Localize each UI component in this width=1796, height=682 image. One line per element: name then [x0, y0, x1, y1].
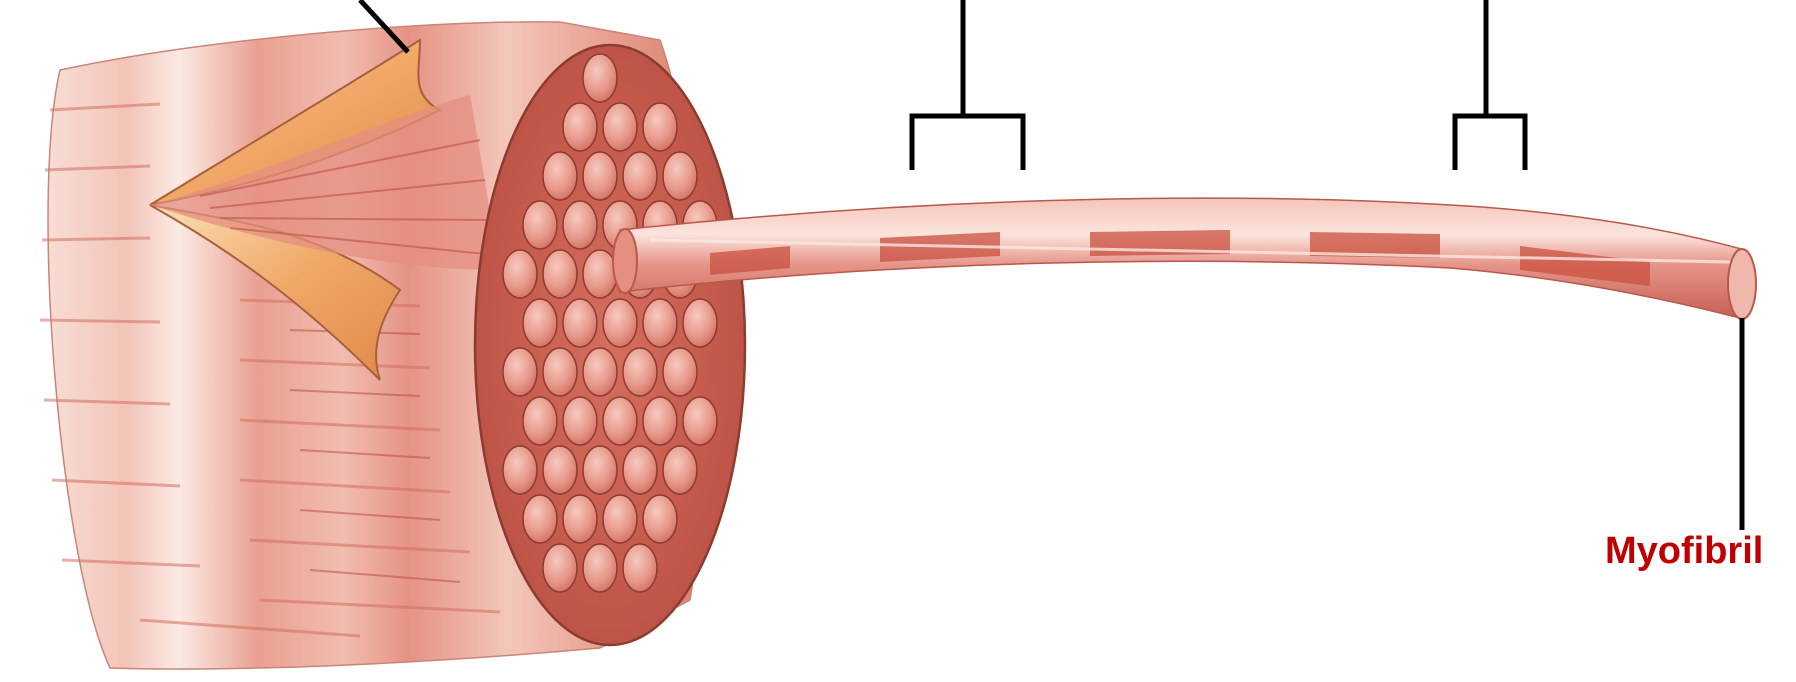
fiber-cross-section [663, 446, 697, 494]
fiber-cross-section [663, 348, 697, 396]
fiber-cross-section [583, 152, 617, 200]
fiber-cross-section [563, 103, 597, 151]
fiber-cross-section [623, 348, 657, 396]
fiber-cross-section [583, 250, 617, 298]
fiber-cross-section [523, 201, 557, 249]
fiber-cross-section [543, 544, 577, 592]
fiber-cross-section [683, 299, 717, 347]
fiber-cross-section [503, 348, 537, 396]
fiber-cross-section [623, 446, 657, 494]
bracket-1 [912, 0, 1023, 170]
fiber-cross-section [523, 299, 557, 347]
fiber-cross-section [563, 397, 597, 445]
fiber-cross-section [603, 397, 637, 445]
myofibril-label: Myofibril [1605, 530, 1763, 573]
fiber-cross-section [643, 397, 677, 445]
fiber-cross-section [583, 54, 617, 102]
fiber-cross-section [603, 103, 637, 151]
fiber-cross-section [583, 544, 617, 592]
fiber-cross-section [683, 397, 717, 445]
fiber-cross-section [563, 299, 597, 347]
fiber-cross-section [523, 397, 557, 445]
fiber-cross-section [583, 446, 617, 494]
fiber-cross-section [603, 495, 637, 543]
fiber-cross-section [643, 495, 677, 543]
fiber-cross-section [623, 152, 657, 200]
fiber-cross-section [543, 152, 577, 200]
fiber-cross-section [583, 348, 617, 396]
fiber-cross-section [563, 495, 597, 543]
fiber-cross-section [503, 446, 537, 494]
fiber-cross-section [543, 250, 577, 298]
fiber-cross-section [503, 250, 537, 298]
fiber-cross-section [543, 348, 577, 396]
fiber-cross-section [623, 544, 657, 592]
fiber-cross-section [563, 201, 597, 249]
bracket-2 [1455, 0, 1525, 170]
fiber-cross-section [663, 152, 697, 200]
fiber-cross-section [523, 495, 557, 543]
myofibril-strand [613, 198, 1756, 319]
fiber-cross-section [543, 446, 577, 494]
bundle-cross-section [475, 45, 745, 645]
fiber-cross-section [643, 299, 677, 347]
fiber-cross-section [603, 299, 637, 347]
fiber-cross-section [643, 103, 677, 151]
